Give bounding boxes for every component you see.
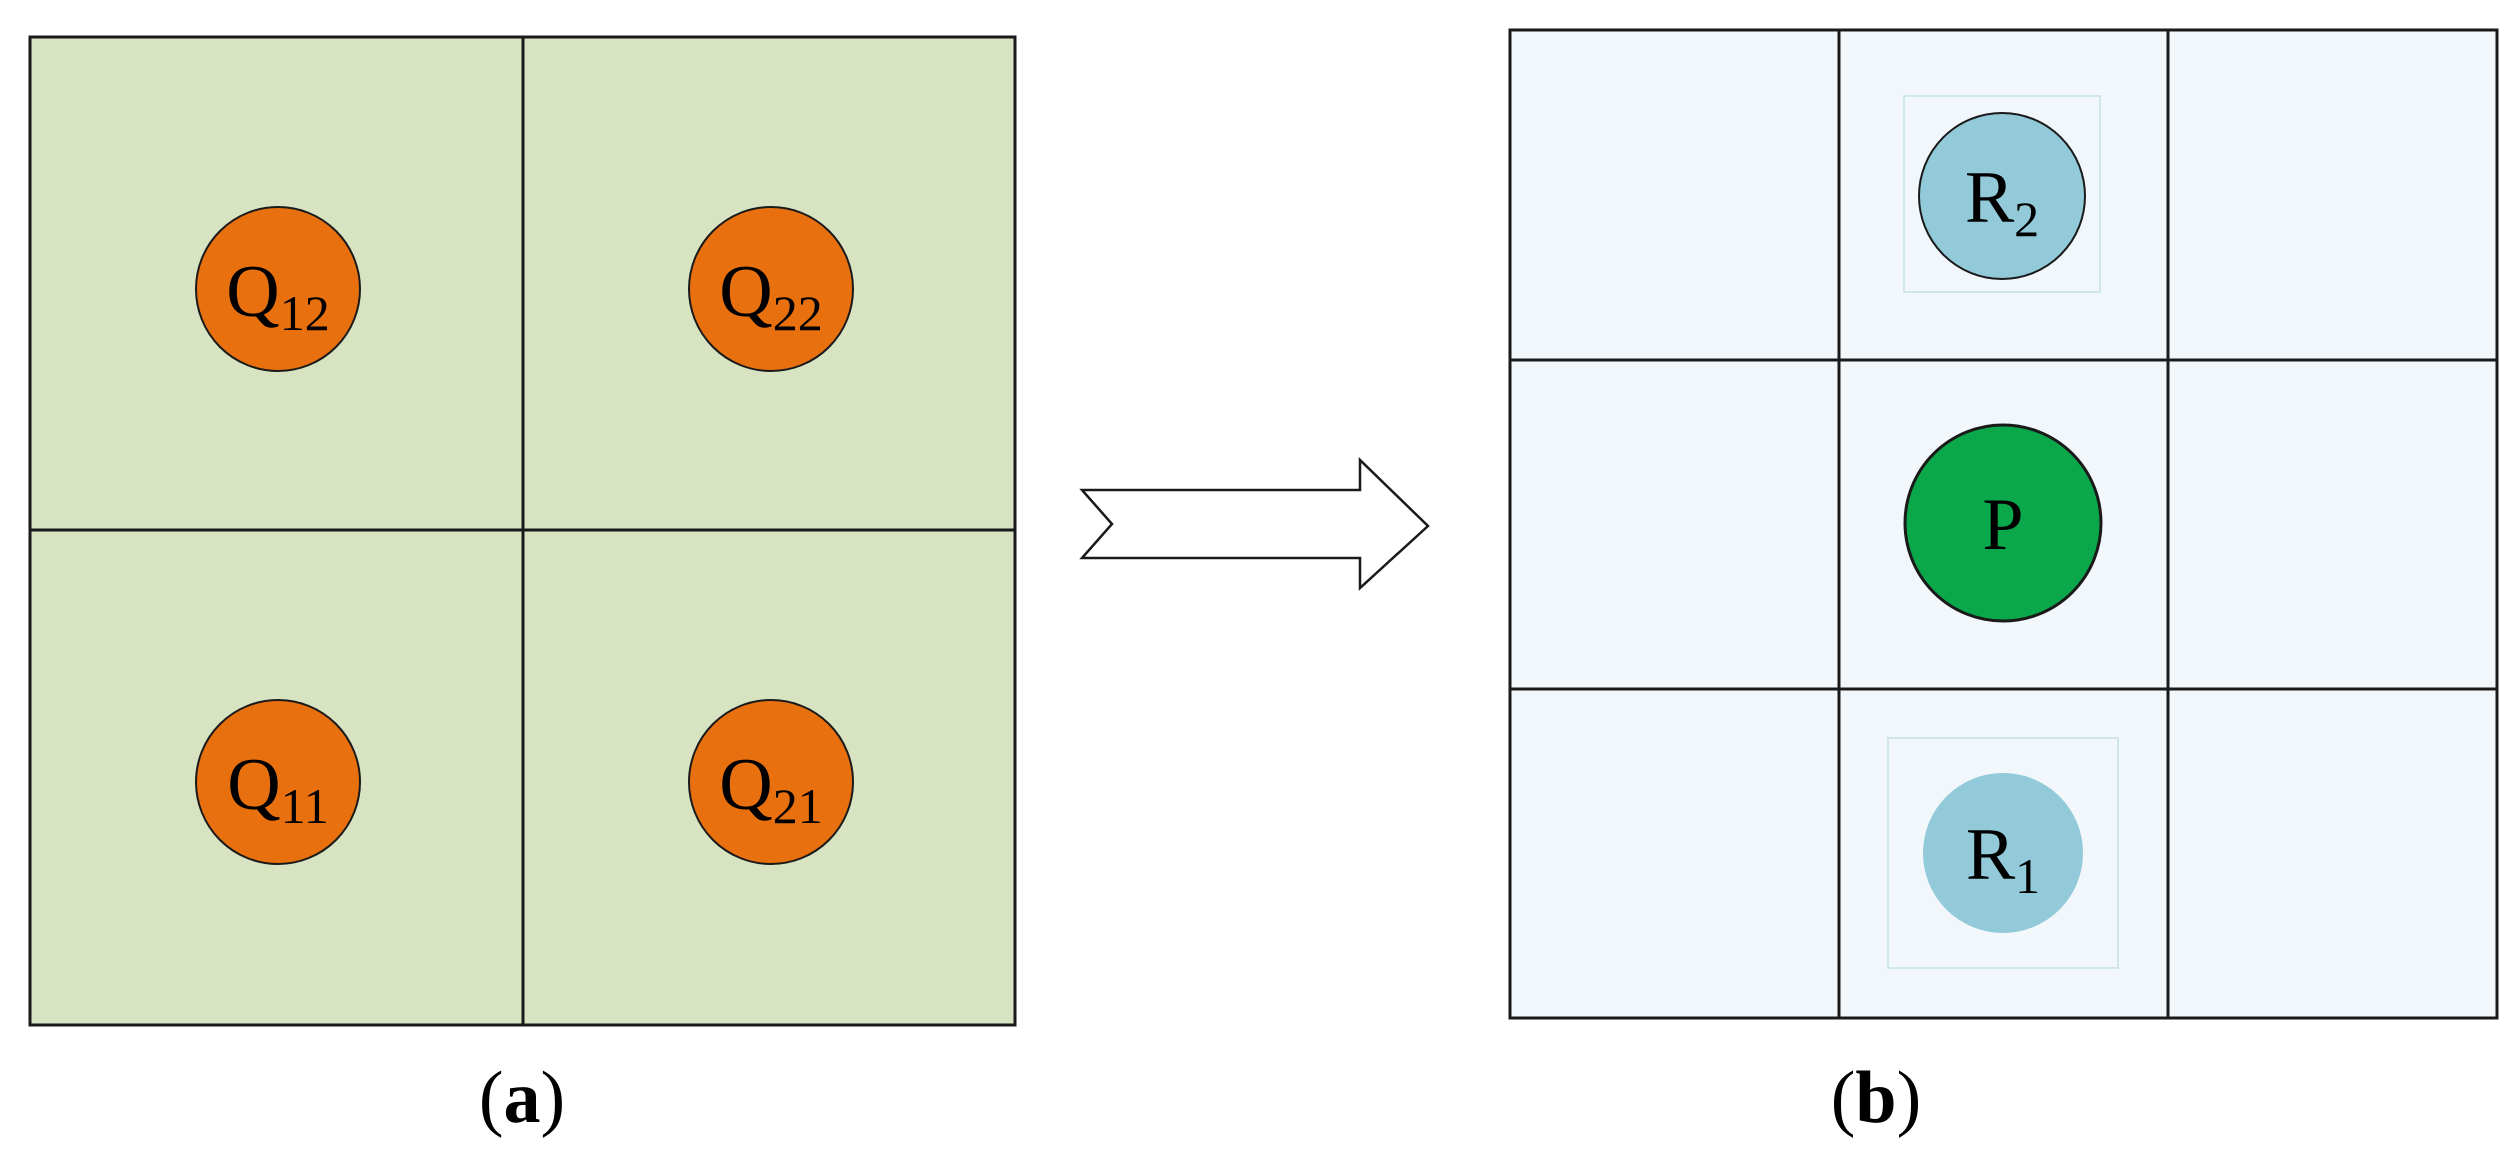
hollow-right-arrow-icon [1079, 457, 1430, 591]
node-q21-base: Q [719, 744, 772, 826]
node-q12-circle [195, 206, 361, 372]
node-r1-highlight-box [1887, 737, 2119, 969]
node-r1-subscript: 1 [2015, 848, 2040, 904]
node-q21: Q21 [688, 699, 854, 865]
node-q11-base: Q [227, 744, 280, 826]
arrow-shape [1079, 457, 1430, 591]
node-q11: Q11 [195, 699, 361, 865]
panel-b-caption: (b) [1831, 1057, 1921, 1139]
node-q11-label: Q11 [227, 744, 329, 834]
node-q22-subscript: 22 [773, 285, 823, 341]
node-q11-circle [195, 699, 361, 865]
node-q22-circle [688, 206, 854, 372]
node-q21-subscript: 21 [773, 778, 823, 834]
node-q22: Q22 [688, 206, 854, 372]
panel-a-caption-open: ( [479, 1057, 504, 1139]
panel-b-caption-close: ) [1897, 1057, 1922, 1139]
node-r2: R2 [1903, 95, 2101, 293]
node-q12-base: Q [226, 251, 279, 333]
panel-b: R2 P R1 (b) [1508, 28, 2499, 1139]
node-p-label: P [1982, 484, 2023, 566]
node-p: P [1903, 423, 2103, 623]
node-q12-label: Q12 [226, 251, 329, 341]
node-r1-label: R1 [1966, 814, 2040, 904]
panel-b-caption-letter: b [1855, 1057, 1896, 1139]
panel-a: Q12 Q22 Q11 Q21 (a) [28, 35, 1017, 1139]
node-r2-highlight-box [1903, 95, 2101, 293]
node-r2-subscript: 2 [2014, 191, 2039, 247]
node-r1: R1 [1887, 737, 2119, 969]
node-p-circle [1903, 423, 2103, 623]
node-q21-label: Q21 [719, 744, 822, 834]
panel-b-caption-open: ( [1831, 1057, 1856, 1139]
node-q21-circle [688, 699, 854, 865]
node-q22-label: Q22 [719, 251, 822, 341]
node-q12: Q12 [195, 206, 361, 372]
node-r1-circle [1923, 773, 2083, 933]
node-q11-subscript: 11 [281, 778, 329, 834]
node-r2-base: R [1965, 157, 2015, 239]
node-r2-circle [1918, 112, 2086, 280]
panel-a-caption-letter: a [504, 1057, 541, 1139]
node-q22-base: Q [719, 251, 772, 333]
node-r1-base: R [1966, 814, 2016, 896]
panel-a-caption-close: ) [541, 1057, 566, 1139]
node-r2-label: R2 [1965, 157, 2039, 247]
panel-a-caption: (a) [479, 1057, 565, 1139]
node-q12-subscript: 12 [280, 285, 330, 341]
